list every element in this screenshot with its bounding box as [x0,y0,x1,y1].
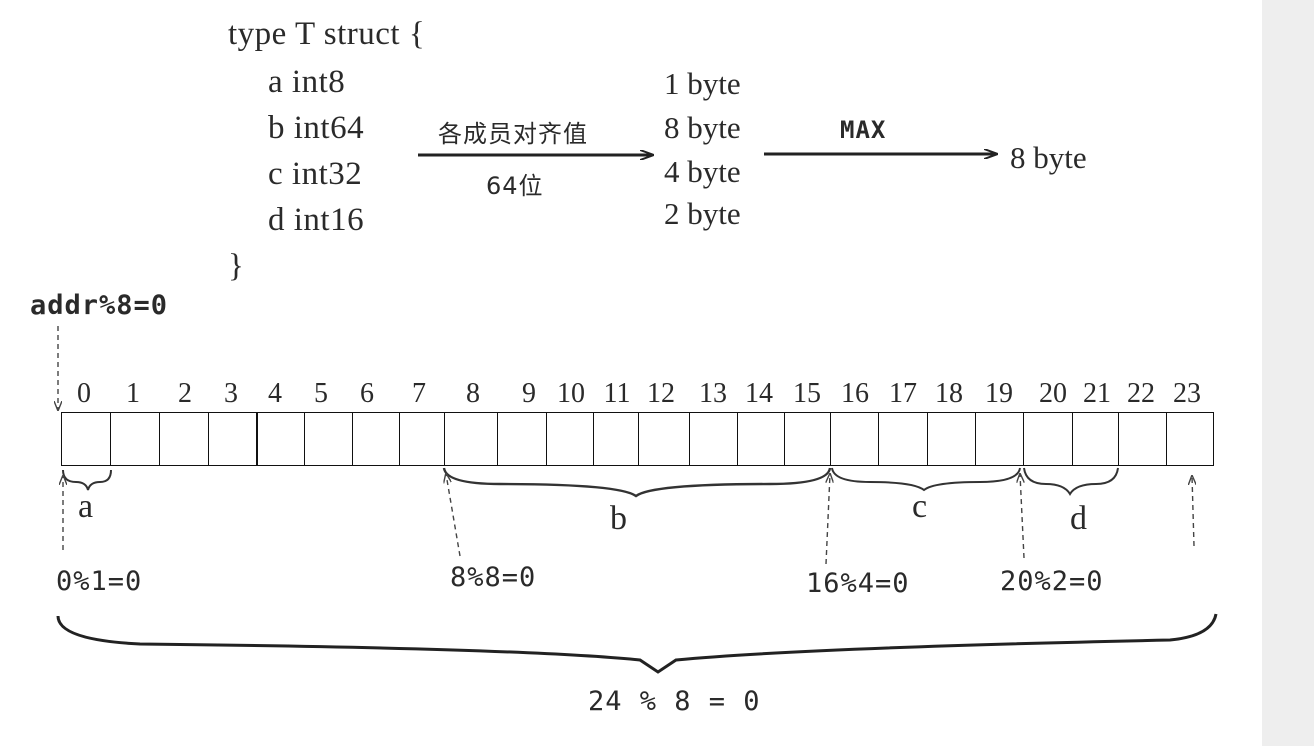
size-b: 8 byte [664,110,741,145]
byte-index: 8 [466,378,480,409]
arrow1-bottom-label: 64位 [486,172,544,200]
field-decl-c: c int32 [268,156,363,192]
byte-index: 18 [935,378,963,409]
byte-index: 6 [360,378,374,409]
byte-index: 10 [557,378,585,409]
offset-note-b: 8%8=0 [450,562,537,593]
field-label-c: c [912,488,928,525]
offset-arrow-end [1192,476,1194,547]
byte-index: 1 [126,378,140,409]
byte-index: 13 [699,378,727,409]
brace-a [62,469,112,491]
brace-c [831,467,1021,492]
byte-index: 3 [224,378,238,409]
total-size-note: 24 % 8 = 0 [588,686,761,717]
byte-index: 23 [1173,378,1201,409]
byte-index: 21 [1083,378,1111,409]
field-label-a: a [78,488,94,525]
offset-note-c: 16%4=0 [806,568,910,599]
byte-index: 7 [412,378,426,409]
offset-arrow-c [825,474,830,565]
byte-index: 14 [745,378,773,409]
field-decl-b: b int64 [268,110,365,146]
size-a: 1 byte [664,66,741,101]
field-decl-a: a int8 [268,64,346,100]
byte-index: 16 [841,378,869,409]
byte-index: 19 [985,378,1013,409]
memory-cell [208,412,258,466]
struct-footer: } [228,248,245,284]
brace-b [442,467,832,498]
struct-header: type T struct { [228,16,426,52]
byte-index: 5 [314,378,328,409]
byte-index: 0 [77,378,91,409]
arrow2-label: MAX [840,116,887,144]
size-c: 4 byte [664,154,741,189]
byte-index: 12 [647,378,675,409]
arrow1-top-label: 各成员对齐值 [438,120,588,148]
byte-index: 22 [1127,378,1155,409]
addr-note: addr%8=0 [30,290,169,321]
field-label-b: b [610,500,627,537]
offset-note-d: 20%2=0 [1000,566,1104,597]
byte-index: 15 [793,378,821,409]
total-brace [56,613,1218,674]
offset-arrow-d [1020,474,1025,559]
right-margin-strip [1262,0,1314,746]
byte-index: 20 [1039,378,1067,409]
field-label-d: d [1070,500,1087,537]
offset-note-a: 0%1=0 [56,566,143,597]
byte-index: 9 [522,378,536,409]
result-size: 8 byte [1010,140,1087,175]
offset-arrow-b [446,474,461,557]
byte-index: 11 [603,378,631,409]
byte-index: 17 [889,378,917,409]
byte-index: 4 [268,378,282,409]
memory-cell [1166,412,1214,466]
brace-d [1023,467,1119,496]
size-d: 2 byte [664,196,741,231]
field-decl-d: d int16 [268,202,365,238]
byte-index: 2 [178,378,192,409]
